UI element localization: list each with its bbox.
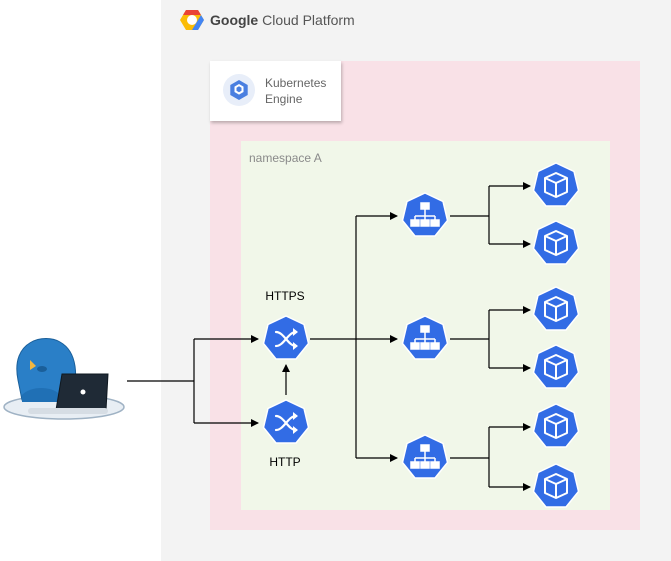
pod-icon (532, 220, 580, 265)
edge-ingress-to-services (310, 212, 398, 462)
pod-icon (532, 344, 580, 389)
service-icon (401, 315, 449, 360)
gcp-title: Google Cloud Platform (210, 12, 355, 28)
http-label: HTTP (269, 455, 301, 469)
pod-icon (532, 403, 580, 448)
kubernetes-engine-icon (223, 74, 255, 106)
pod-icon (532, 463, 580, 508)
gcp-logo-icon (180, 10, 204, 30)
edge-user-to-ingress (127, 335, 259, 427)
http-ingress-icon (262, 399, 310, 444)
gcp-title-bold: Google (210, 12, 259, 28)
pod-icon (532, 162, 580, 207)
edge-services-to-pods (450, 182, 531, 491)
https-ingress-icon (262, 315, 310, 360)
user-laptop-icon (3, 338, 125, 420)
kubernetes-engine-card: Kubernetes Engine (210, 61, 341, 121)
namespace-label: namespace A (249, 151, 322, 165)
https-label: HTTPS (265, 289, 305, 303)
pod-icon (532, 286, 580, 331)
service-icon (401, 434, 449, 479)
gcp-title-rest: Cloud Platform (258, 12, 355, 28)
kubernetes-engine-label: Kubernetes Engine (265, 76, 327, 106)
service-icon (401, 192, 449, 237)
gcp-header: Google Cloud Platform (180, 8, 355, 32)
